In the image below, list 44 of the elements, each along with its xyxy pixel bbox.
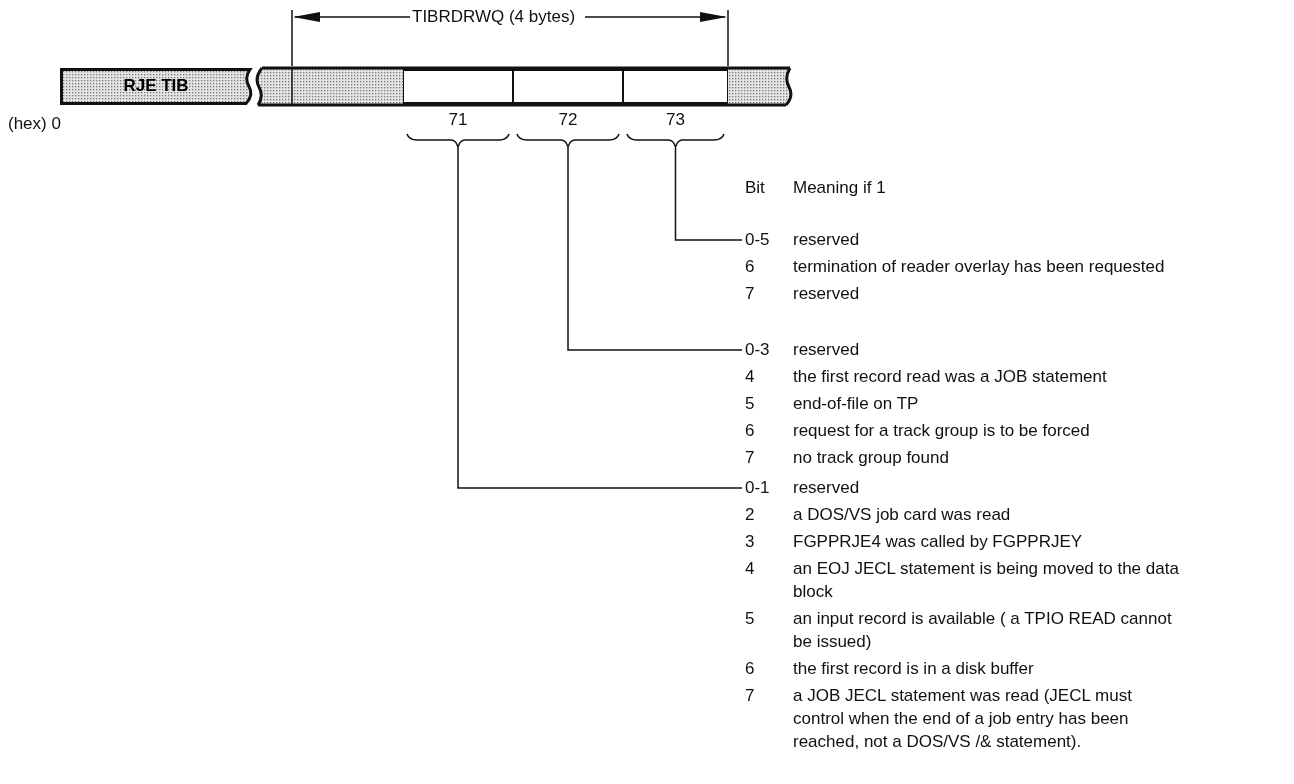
byte-field: [513, 68, 623, 148]
bit-meaning: a JOB JECL statement was read (JECL must control when the end of a job entry has been reached, not a DOS/VS /& statement).: [793, 685, 1133, 753]
bit-meaning: reserved: [793, 229, 861, 251]
bit-meaning: reserved: [793, 477, 861, 499]
bit-number: 0-5: [745, 229, 771, 251]
byte-field: [623, 68, 728, 148]
column-header: Bit: [745, 178, 765, 198]
memory-segment: [60, 68, 252, 105]
bit-meaning: a DOS/VS job card was read: [793, 504, 1012, 526]
bit-number: 6: [745, 420, 756, 442]
leader-line: [567, 147, 743, 351]
bit-number: 7: [745, 283, 756, 305]
bit-meaning: reserved: [793, 283, 861, 305]
bit-meaning: end-of-file on TP: [793, 393, 920, 415]
byte-offset: 71: [447, 110, 469, 130]
bit-meaning: no track group found: [793, 447, 950, 469]
column-header: Meaning if 1: [793, 178, 886, 198]
bit-number: 7: [745, 685, 756, 707]
byte-offset: 73: [665, 110, 686, 130]
bit-meaning: FGPPRJE4 was called by FGPPRJEY: [793, 531, 1084, 553]
bit-number: 6: [745, 256, 756, 278]
bit-number: 2: [745, 504, 756, 526]
bit-meaning: termination of reader overlay has been requested: [793, 256, 1166, 278]
bit-number: 0-1: [745, 477, 771, 499]
bit-number: 4: [745, 366, 756, 388]
bit-meaning: the first record is in a disk buffer: [793, 658, 1035, 680]
bit-number: 7: [745, 447, 756, 469]
bit-number: 3: [745, 531, 756, 553]
bit-number: 5: [745, 608, 756, 630]
bit-number: 0-3: [745, 339, 771, 361]
bit-number: 5: [745, 393, 756, 415]
dimension-label: TIBRDRWQ (4 bytes): [412, 7, 576, 27]
bit-meaning: the first record read was a JOB statement: [793, 366, 1108, 388]
bit-number: 4: [745, 558, 756, 580]
bit-number: 6: [745, 658, 756, 680]
byte-offset: 72: [557, 110, 579, 130]
bit-meaning: request for a track group is to be forced: [793, 420, 1091, 442]
bit-meaning: an input record is available ( a TPIO READ cannot be issued): [793, 608, 1173, 653]
offset-label: (hex) 0: [8, 114, 61, 134]
byte-field: [403, 68, 513, 148]
leader-line: [674, 147, 743, 241]
segment-label: RJE TIB: [122, 76, 190, 96]
leader-line: [457, 147, 743, 489]
bit-meaning: reserved: [793, 339, 861, 361]
